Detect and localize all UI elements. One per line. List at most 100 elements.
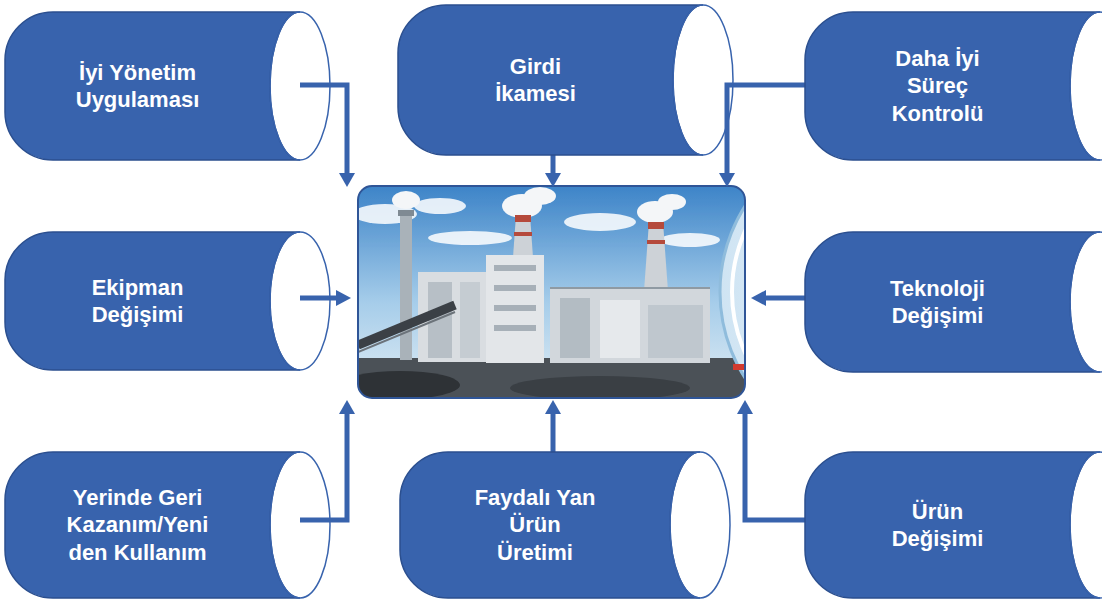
banner-shape xyxy=(5,232,300,370)
banner-box: Daha İyi Süreç Kontrolü xyxy=(805,12,1100,160)
frame-panel xyxy=(733,364,745,370)
building xyxy=(460,282,480,358)
text-area: İyi Yönetim Uygulaması xyxy=(5,12,270,160)
banner-box: Ürün Değişimi xyxy=(805,452,1100,598)
arrow xyxy=(300,412,347,520)
arrowhead xyxy=(339,400,355,414)
frame-panel xyxy=(732,186,745,398)
banner-body xyxy=(400,452,700,598)
arrowhead xyxy=(339,173,355,187)
banner-body xyxy=(5,232,300,370)
building xyxy=(494,305,536,311)
arrowhead xyxy=(336,290,351,306)
arrowhead xyxy=(719,173,735,187)
text-area: Yerinde Geri Kazanım/Yeni den Kullanım xyxy=(5,452,270,598)
frame-panel xyxy=(720,186,745,398)
text-area: Girdi İkamesi xyxy=(398,5,673,155)
photo-frame xyxy=(358,186,745,398)
arrow xyxy=(300,296,338,301)
building xyxy=(600,300,640,358)
conveyor xyxy=(358,312,455,352)
chimney xyxy=(514,232,532,236)
building xyxy=(418,255,710,363)
box-label: Ekipman Değişimi xyxy=(78,274,198,329)
chimney xyxy=(647,240,665,244)
arrow xyxy=(764,296,805,301)
banner-box: Girdi İkamesi xyxy=(398,5,703,155)
frame-panel xyxy=(720,186,745,398)
arrowhead xyxy=(336,173,766,414)
banner-body xyxy=(805,232,1100,372)
cloud xyxy=(660,233,720,247)
smoke xyxy=(524,187,556,205)
banner-end xyxy=(673,5,733,155)
banner-end xyxy=(1070,12,1102,160)
arrow xyxy=(745,412,805,520)
chimney xyxy=(400,210,412,360)
arrowhead xyxy=(751,290,766,306)
cloud xyxy=(428,231,512,245)
conveyor xyxy=(358,305,455,345)
smoke xyxy=(392,191,420,209)
text-area: Teknoloji Değişimi xyxy=(805,232,1070,372)
arrow xyxy=(551,412,556,452)
box-label: İyi Yönetim Uygulaması xyxy=(68,59,208,114)
chimney xyxy=(648,222,664,229)
banner-shape xyxy=(805,452,1100,598)
arrowhead xyxy=(545,400,561,414)
box-label: Daha İyi Süreç Kontrolü xyxy=(883,45,993,128)
banner-body xyxy=(5,452,300,598)
banner-shape xyxy=(5,12,300,160)
box-label: Ürün Değişimi xyxy=(878,498,998,553)
banner-box: İyi Yönetim Uygulaması xyxy=(5,12,300,160)
text-area: Daha İyi Süreç Kontrolü xyxy=(805,12,1070,160)
plant-photo xyxy=(358,186,745,398)
building xyxy=(494,285,536,291)
banner-body xyxy=(805,12,1100,160)
banner-box: Faydalı Yan Ürün Üretimi xyxy=(400,452,700,598)
building xyxy=(550,287,710,289)
banner-end xyxy=(1070,452,1102,598)
arrow xyxy=(727,85,805,175)
smoke xyxy=(658,194,686,210)
building xyxy=(494,325,536,331)
banner-shape xyxy=(398,5,703,155)
plant-photo xyxy=(358,186,745,398)
text-area: Ürün Değişimi xyxy=(805,452,1070,598)
cloud xyxy=(414,198,466,214)
banner-box: Teknoloji Değişimi xyxy=(805,232,1100,372)
banner-body xyxy=(398,5,703,155)
box-label: Yerinde Geri Kazanım/Yeni den Kullanım xyxy=(63,484,213,567)
building xyxy=(550,288,710,363)
building xyxy=(486,255,544,363)
arrow xyxy=(551,155,556,175)
building xyxy=(494,265,536,271)
chimney xyxy=(515,215,531,222)
text-area: Faydalı Yan Ürün Üretimi xyxy=(400,452,670,598)
banner-shape xyxy=(805,232,1100,372)
banner-end xyxy=(270,232,330,370)
building xyxy=(560,298,590,358)
smoke xyxy=(392,187,686,223)
banner-body xyxy=(5,12,300,160)
conveyor xyxy=(358,371,460,398)
banner-end xyxy=(270,12,330,160)
box-label: Faydalı Yan Ürün Üretimi xyxy=(470,484,600,567)
box-label: Teknoloji Değişimi xyxy=(878,275,998,330)
arrowhead xyxy=(737,400,753,414)
banner-end xyxy=(670,452,730,598)
conveyor xyxy=(510,376,690,398)
box-label: Girdi İkamesi xyxy=(476,53,596,108)
text-area: Ekipman Değişimi xyxy=(5,232,270,370)
banner-body xyxy=(805,452,1100,598)
banner-end xyxy=(1070,232,1102,372)
cloud xyxy=(564,213,636,231)
building xyxy=(428,282,452,358)
banner-box: Ekipman Değişimi xyxy=(5,232,300,370)
conveyor xyxy=(358,305,690,398)
banner-box: Yerinde Geri Kazanım/Yeni den Kullanım xyxy=(5,452,300,598)
chimney xyxy=(398,210,414,216)
building xyxy=(648,305,703,358)
arrowhead xyxy=(545,173,561,187)
